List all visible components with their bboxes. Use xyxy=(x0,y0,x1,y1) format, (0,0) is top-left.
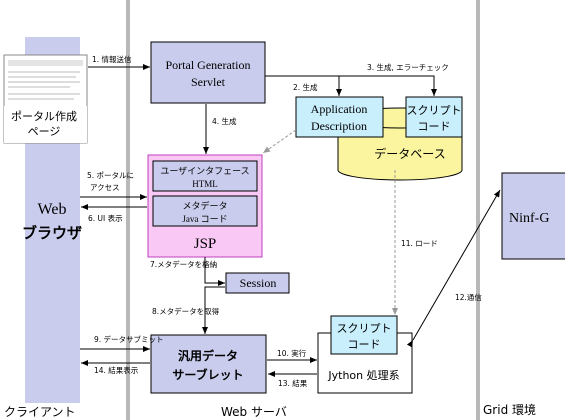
web-browser-label-1: Web xyxy=(38,201,67,218)
label-step-8: 8.メタデータを取得 xyxy=(152,306,220,316)
label-step-6: 6. UI 表示 xyxy=(88,213,123,223)
label-step-5a: 5. ポータルに xyxy=(87,171,134,180)
label-step-2: 2. 生成 xyxy=(293,82,318,92)
lane-title-grid: Grid 環境 xyxy=(483,402,536,417)
application-description-box xyxy=(295,96,384,138)
label-step-4: 4. 生成 xyxy=(212,116,237,126)
label-step-11: 11. ロード xyxy=(401,239,438,248)
portal-generation-servlet-label-2: Servlet xyxy=(191,75,226,89)
jsp-title: JSP xyxy=(194,236,217,252)
user-interface-html-box xyxy=(152,160,258,192)
generic-data-servlet-label-1: 汎用データ xyxy=(178,348,238,363)
label-step-14: 14. 結果表示 xyxy=(94,365,139,375)
label-step-3: 3. 生成, エラーチェック xyxy=(367,62,449,72)
label-step-10: 10. 実行 xyxy=(277,348,307,358)
lane-title-client: クライアント xyxy=(4,405,76,419)
arrow-7 xyxy=(204,257,225,286)
portal-creation-page: ポータル作成 ページ xyxy=(3,54,88,144)
portal-page-header xyxy=(8,60,83,66)
metadata-java-box xyxy=(152,195,258,227)
java-code-label: Java コード xyxy=(182,214,227,224)
database-label: データベース xyxy=(374,146,445,161)
portal-page-caption-bg xyxy=(4,106,87,143)
arrow-12 xyxy=(406,189,501,348)
script-code-box-bottom xyxy=(330,315,398,355)
user-interface-label: ユーザインタフェース xyxy=(160,166,249,177)
application-description-label-1: Application xyxy=(311,102,368,116)
script-code-box-top xyxy=(405,96,463,138)
script-code-top-label-1: スクリプト xyxy=(407,104,462,117)
portal-generation-servlet-label-1: Portal Generation xyxy=(166,58,251,72)
arrow-db-to-jsp xyxy=(262,129,297,154)
ninf-g-box xyxy=(501,172,565,260)
script-code-bottom-label-2: コード xyxy=(348,338,381,351)
label-step-12: 12.通信 xyxy=(455,292,482,302)
portal-page-label-1: ポータル作成 xyxy=(11,110,77,123)
label-step-13: 13. 結果 xyxy=(278,378,308,388)
label-step-9: 9. データサブミット xyxy=(94,334,164,344)
metadata-label: メタデータ xyxy=(182,200,227,212)
portal-generation-servlet-box xyxy=(150,41,266,104)
label-step-5b: アクセス xyxy=(90,183,120,192)
label-step-7: 7.メタデータを格納 xyxy=(150,259,217,269)
arrow-3 xyxy=(339,75,437,96)
jython-label: Jython 処理系 xyxy=(327,369,399,382)
portal-page-label-2: ページ xyxy=(28,125,61,138)
script-code-bottom-label-1: スクリプト xyxy=(337,322,392,335)
ninf-g-label: Ninf-G xyxy=(509,211,549,226)
label-step-1: 1. 情報送信 xyxy=(92,54,132,64)
session-label: Session xyxy=(240,276,277,290)
generic-data-servlet-label-2: サーブレット xyxy=(172,367,243,382)
arrow-8 xyxy=(202,286,225,334)
lane-title-server: Web サーバ xyxy=(221,405,287,419)
generic-data-servlet-box xyxy=(150,334,267,394)
web-browser-label-2: ブラウザ xyxy=(22,224,82,242)
html-label: HTML xyxy=(192,179,218,189)
session-box xyxy=(225,272,290,294)
application-description-label-2: Description xyxy=(311,119,367,133)
script-code-top-label-2: コード xyxy=(418,120,451,133)
